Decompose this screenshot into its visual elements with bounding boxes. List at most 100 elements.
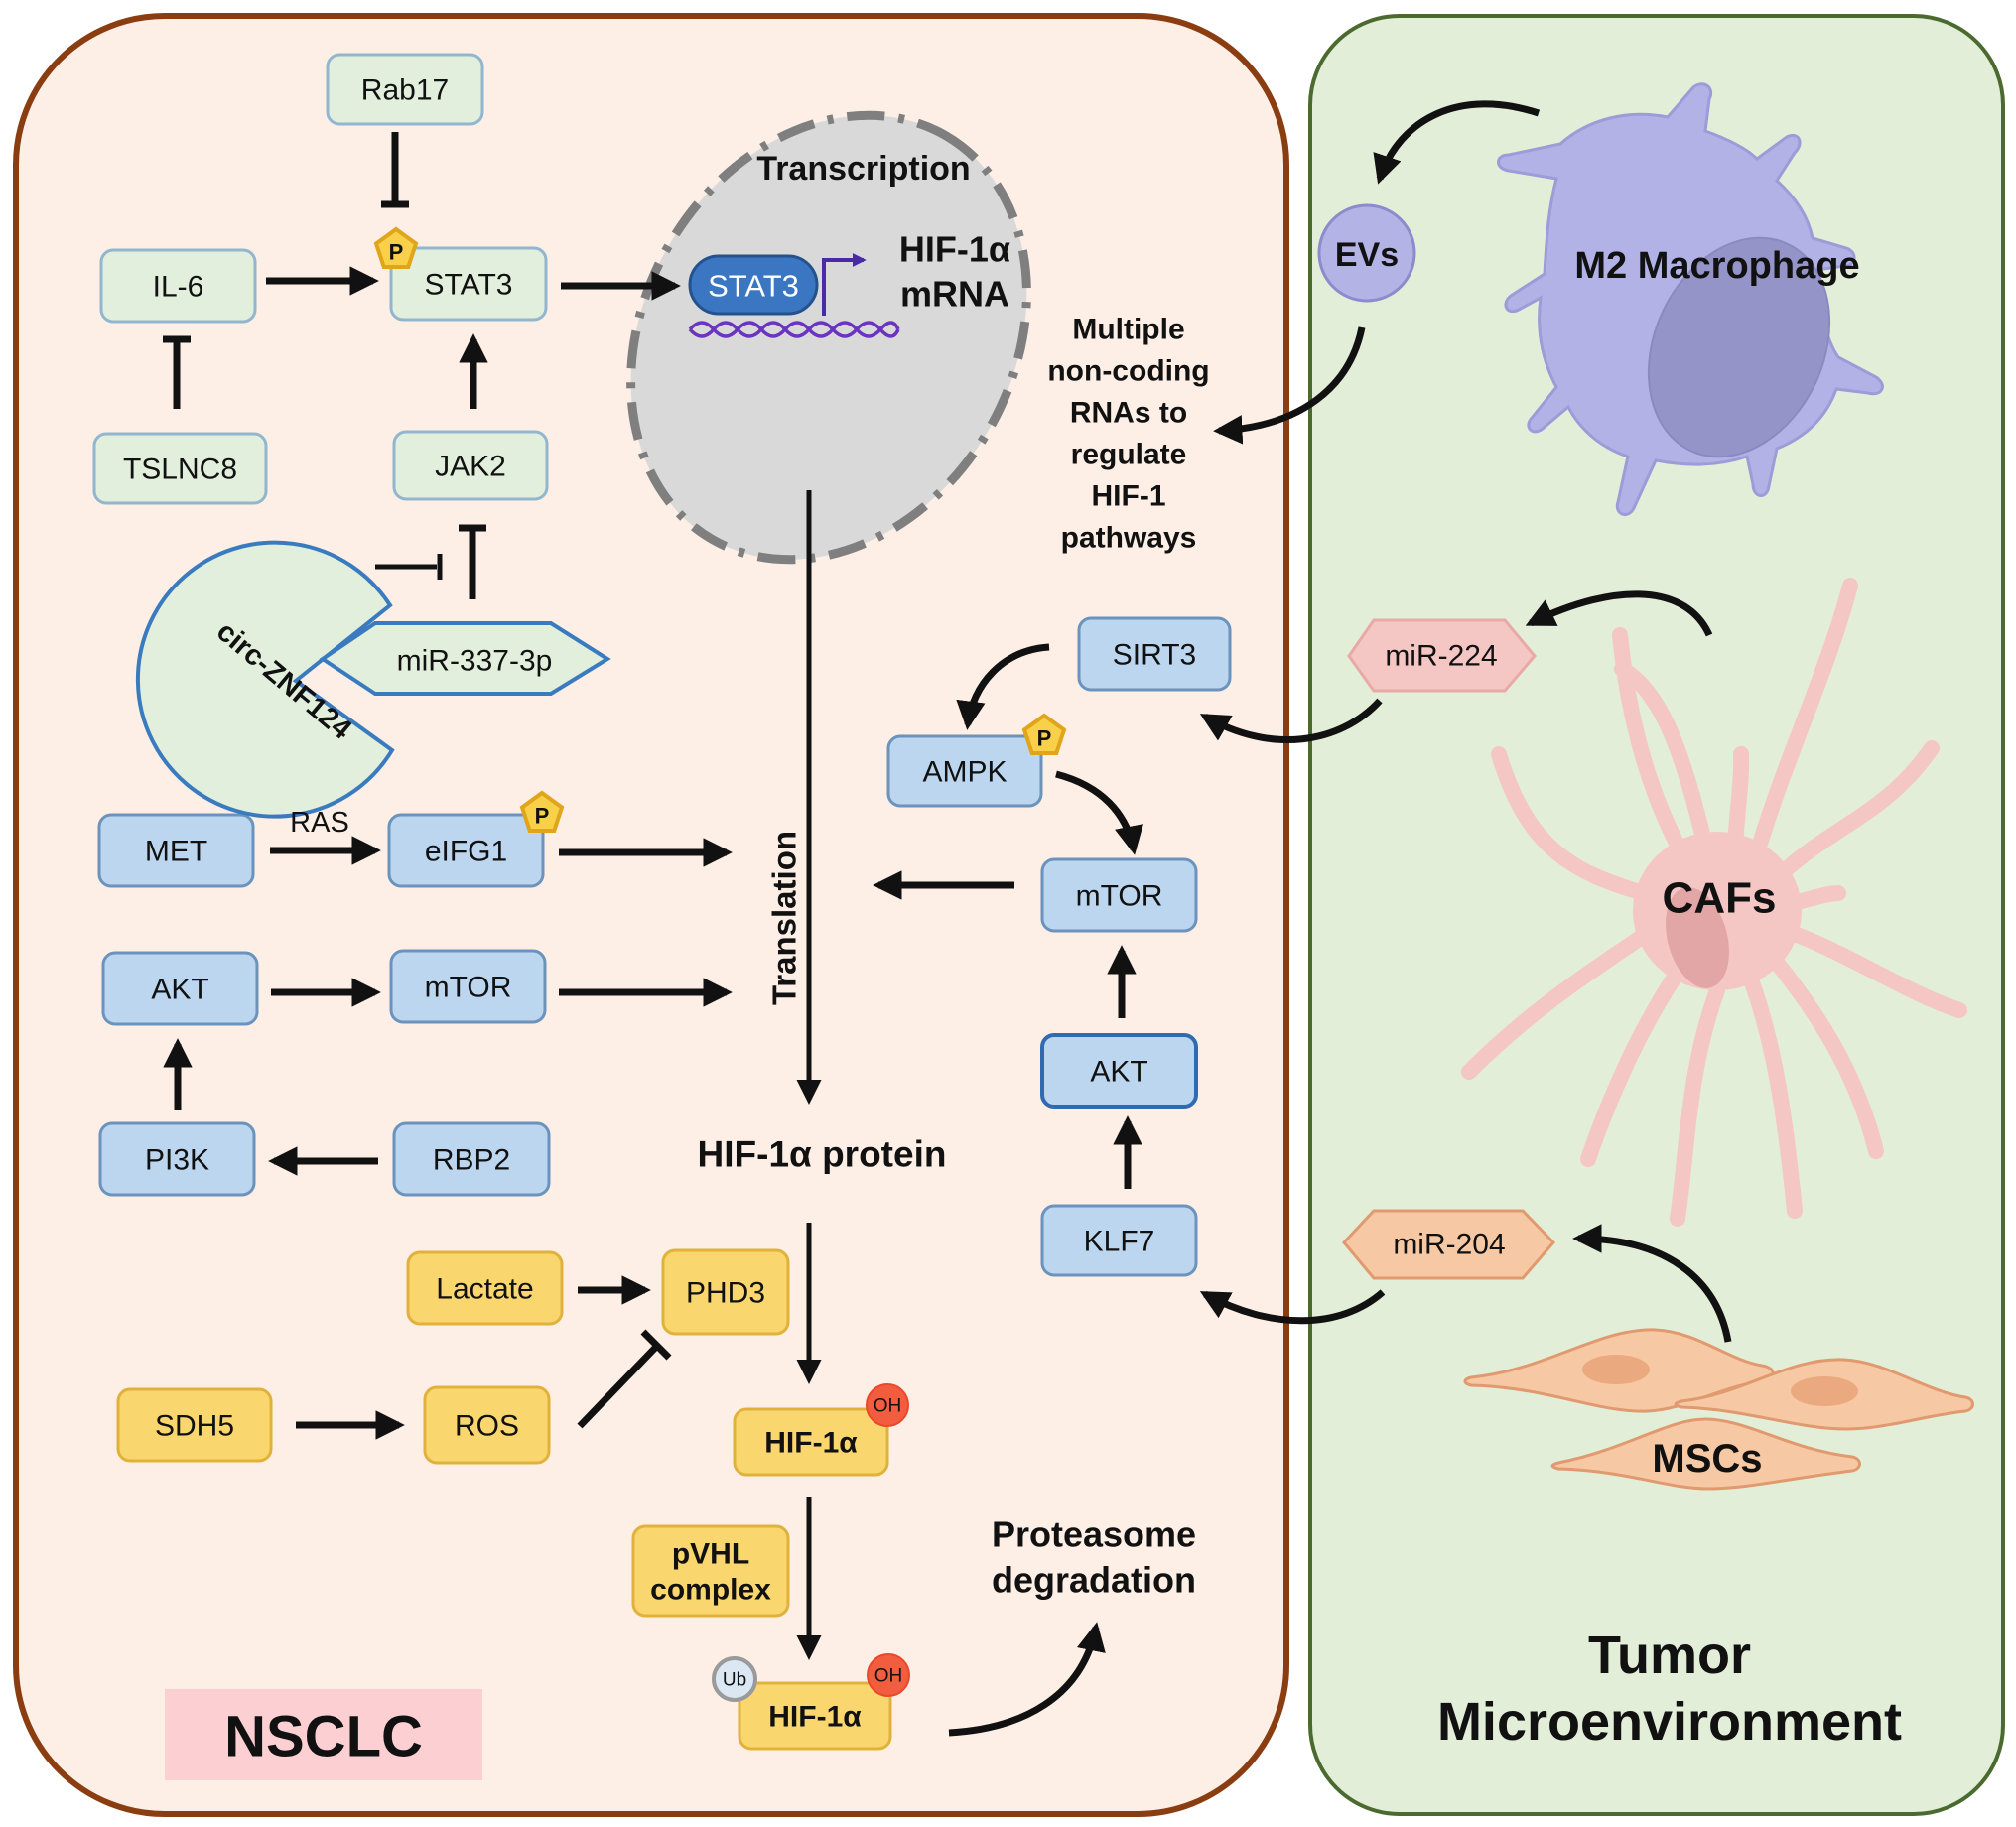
stat3-node[interactable]: STAT3 [389,246,548,322]
il6-node[interactable]: IL-6 [99,248,257,324]
mscs-to-mir204-arrow [1572,1224,1732,1343]
eifg1-label: eIFG1 [425,836,507,868]
hif-hydroxylated-node[interactable]: HIF-1α [733,1407,889,1477]
phospho-icon [1021,713,1067,755]
tslnc8-node[interactable]: TSLNC8 [92,432,268,505]
rab17-box [326,53,484,126]
ubiquitin-icon [712,1656,757,1702]
pvhl-line1: pVHL [672,1538,749,1571]
mir337-shape[interactable] [319,621,611,696]
klf7-node[interactable]: KLF7 [1040,1204,1198,1277]
ampk-node[interactable]: AMPK [886,734,1043,808]
mtor-left-label: mTOR [425,972,512,1004]
phd3-label: PHD3 [686,1277,765,1310]
rab17-node[interactable]: Rab17 [326,53,484,126]
stat3-dimer-pill[interactable] [688,254,819,316]
sirt3-to-ampk-arrow [956,643,1050,730]
hif-ubiquitinated-label: HIF-1α [768,1701,862,1734]
macrophage-label: M2 Macrophage [1574,245,1859,287]
akt-right-label: AKT [1090,1056,1147,1089]
rbp2-label: RBP2 [433,1144,510,1177]
hydroxyl-label: OH [874,1396,902,1417]
phospho-label: P [389,240,404,265]
caf-process [1784,925,1967,1018]
klf7-box [1040,1204,1198,1277]
mtor-right-label: mTOR [1076,880,1163,913]
akt-right-box [1040,1033,1198,1109]
jak2-node[interactable]: JAK2 [392,430,549,501]
translation-label: Translation [766,831,803,1005]
caf-process [1749,578,1858,861]
nucleus-shape [626,110,1031,565]
hif-ubiquitinated-box [738,1681,892,1751]
tslnc8-box [92,432,268,505]
sirt3-node[interactable]: SIRT3 [1077,616,1232,692]
met-node[interactable]: MET [97,813,255,888]
ncrna-note-line: HIF-1 [1092,480,1166,513]
evs[interactable]: EVs [1317,203,1416,303]
stat3-box [389,246,548,322]
met-label: MET [145,836,207,868]
mir224-label: miR-224 [1385,640,1497,673]
evs-circle [1317,203,1416,303]
sdh5-label: SDH5 [155,1410,234,1443]
tme-label-line1: Tumor [1588,1626,1751,1685]
hif-ubiquitinated-node[interactable]: HIF-1α [738,1681,892,1751]
m2-macrophage[interactable]: M2 Macrophage [1497,82,1884,517]
jak2-label: JAK2 [435,451,506,483]
to-proteasome-arrow [948,1622,1106,1737]
mir224-to-sirt3-arrow [1199,698,1383,743]
sdh5-node[interactable]: SDH5 [116,1387,273,1463]
hydroxyl-badge-hif-hydroxylated: OH [866,1383,909,1427]
phospho-icon [373,226,419,269]
akt-left-box [101,951,259,1026]
hydroxyl-icon [867,1653,910,1697]
caf-process [1491,746,1651,901]
mir204-label: miR-204 [1393,1229,1505,1261]
akt-right-node[interactable]: AKT [1040,1033,1198,1109]
sirt3-box [1077,616,1232,692]
caf-process [1769,955,1884,1159]
pvhl-line2: complex [650,1574,771,1607]
ncrna-note-line: RNAs to [1070,397,1187,430]
nucleus: Transcription STAT3 HIF-1α mRNA [626,110,1031,565]
mtor-left-node[interactable]: mTOR [389,949,547,1024]
sirt3-label: SIRT3 [1113,639,1196,672]
rbp2-node[interactable]: RBP2 [392,1121,551,1197]
mscs[interactable]: MSCs [1463,1328,1974,1491]
akt-left-node[interactable]: AKT [101,951,259,1026]
mtor-right-node[interactable]: mTOR [1040,857,1198,933]
lactate-node[interactable]: Lactate [406,1250,564,1326]
msc-nucleus-2 [1791,1376,1858,1406]
ncrna-note-line: non-coding [1047,355,1209,388]
nsclc-label: NSCLC [224,1705,423,1769]
phd3-node[interactable]: PHD3 [661,1248,790,1336]
mir204-shape[interactable] [1341,1209,1556,1280]
eifg1-node[interactable]: eIFG1 [387,813,545,888]
msc-cell-3 [1550,1417,1861,1491]
caf-process [1612,627,1695,871]
proteasome-line2: degradation [992,1560,1196,1601]
promoter-arrow [822,253,867,316]
hif-hydroxylated-label: HIF-1α [764,1427,858,1460]
pvhl-complex-box [631,1524,790,1618]
mir204-to-klf7-arrow [1199,1289,1386,1325]
tslnc8-label: TSLNC8 [123,454,237,486]
dna-helix-strand-a [688,321,900,338]
pi3k-node[interactable]: PI3K [98,1121,256,1197]
sdh5-box [116,1387,273,1463]
stat3-dimer-label: STAT3 [708,269,799,304]
mscs-label: MSCs [1652,1437,1762,1481]
transcription-label: Transcription [756,150,970,188]
circ-znf124-group: circ-ZNF124 miR-337-3p [135,540,611,819]
ros-label: ROS [455,1410,519,1443]
circ-znf124-shape[interactable] [135,540,395,819]
cafs[interactable]: CAFs [1461,578,1967,1227]
ros-node[interactable]: ROS [423,1385,551,1465]
mir224-shape[interactable] [1347,618,1537,693]
ncrna-note-line: pathways [1061,522,1197,555]
caf-process [1461,925,1656,1080]
